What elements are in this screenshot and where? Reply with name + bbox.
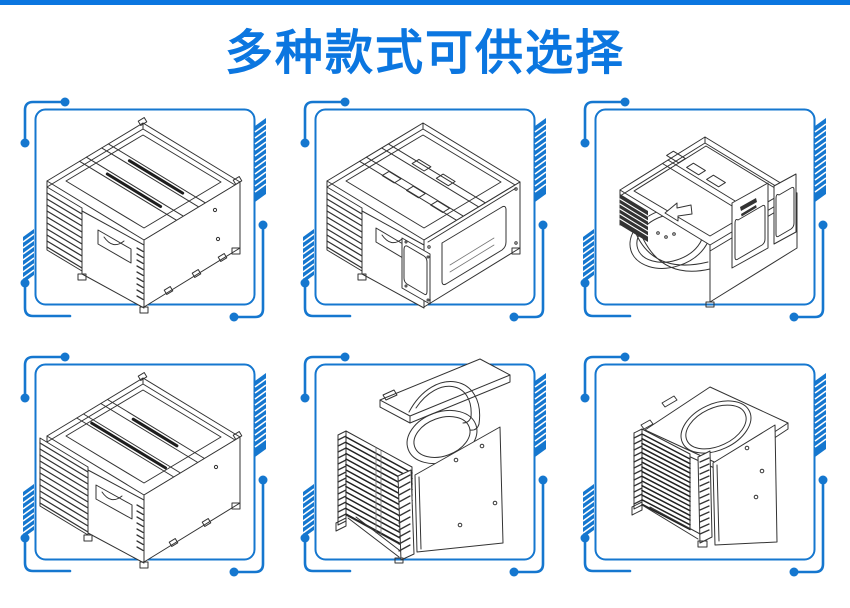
- product-card-4: [10, 345, 280, 595]
- chassis-drawing-1: [46, 117, 243, 314]
- hatched-badge-right: [535, 373, 546, 457]
- hatched-badge-right: [535, 118, 546, 202]
- page-title: 多种款式可供选择: [224, 27, 625, 80]
- corner-dot: [20, 393, 30, 403]
- corner-dot: [20, 533, 30, 543]
- corner-line-top-left: [583, 100, 627, 145]
- corner-line-bottom-left: [23, 281, 72, 318]
- corner-dot: [60, 352, 70, 362]
- corner-line-bottom-left: [23, 536, 72, 573]
- corner-line-bottom-left: [303, 536, 352, 573]
- corner-line-top-left: [23, 100, 67, 145]
- product-card-2: [290, 90, 560, 340]
- corner-dot: [580, 533, 590, 543]
- corner-dot: [300, 393, 310, 403]
- card-border: [594, 108, 816, 306]
- corner-line-bottom-right: [512, 478, 545, 574]
- chassis-drawing-6: [631, 386, 789, 548]
- corner-dot: [789, 567, 799, 577]
- corner-dot: [509, 567, 519, 577]
- hatched-badge-right: [255, 373, 266, 457]
- corner-dot: [580, 138, 590, 148]
- corner-line-top-left: [23, 355, 67, 400]
- product-card-6: [570, 345, 840, 595]
- corner-dot: [229, 312, 239, 322]
- corner-dot: [229, 567, 239, 577]
- card-border: [314, 363, 536, 561]
- corner-dot: [258, 475, 268, 485]
- top-accent-bar: [0, 0, 850, 5]
- corner-line-bottom-right: [792, 478, 825, 574]
- hatched-badge-right: [255, 118, 266, 202]
- corner-line-bottom-right: [232, 478, 265, 574]
- corner-dot: [258, 220, 268, 230]
- corner-line-top-left: [303, 100, 347, 145]
- product-card-5: [290, 345, 560, 595]
- chassis-drawing-5: [335, 358, 511, 564]
- decorative-frame: [580, 97, 828, 322]
- corner-dot: [340, 352, 350, 362]
- corner-dot: [60, 97, 70, 107]
- corner-dot: [538, 220, 548, 230]
- corner-line-bottom-right: [792, 223, 825, 319]
- hatched-badge-right: [815, 118, 826, 202]
- corner-line-bottom-right: [232, 223, 265, 319]
- decorative-frame: [300, 352, 548, 577]
- decorative-frame: [20, 352, 268, 577]
- corner-line-bottom-right: [512, 223, 545, 319]
- corner-line-bottom-left: [583, 536, 632, 573]
- chassis-drawing-2: [326, 122, 521, 309]
- corner-line-top-left: [303, 355, 347, 400]
- corner-dot: [300, 533, 310, 543]
- corner-dot: [620, 97, 630, 107]
- corner-line-bottom-left: [303, 281, 352, 318]
- corner-dot: [580, 393, 590, 403]
- corner-dot: [818, 220, 828, 230]
- product-card-3: [570, 90, 840, 340]
- corner-dot: [340, 97, 350, 107]
- card-border: [594, 363, 816, 561]
- corner-dot: [20, 278, 30, 288]
- corner-dot: [580, 278, 590, 288]
- chassis-drawing-3: [619, 136, 798, 308]
- hatched-badge-right: [815, 373, 826, 457]
- corner-dot: [789, 312, 799, 322]
- decorative-frame: [580, 352, 828, 577]
- corner-dot: [20, 138, 30, 148]
- corner-line-top-left: [583, 355, 627, 400]
- corner-dot: [509, 312, 519, 322]
- corner-dot: [818, 475, 828, 485]
- product-card-1: [10, 90, 280, 340]
- chassis-drawing-4: [39, 372, 243, 569]
- corner-dot: [300, 278, 310, 288]
- corner-dot: [300, 138, 310, 148]
- corner-line-bottom-left: [583, 281, 632, 318]
- corner-dot: [620, 352, 630, 362]
- corner-dot: [538, 475, 548, 485]
